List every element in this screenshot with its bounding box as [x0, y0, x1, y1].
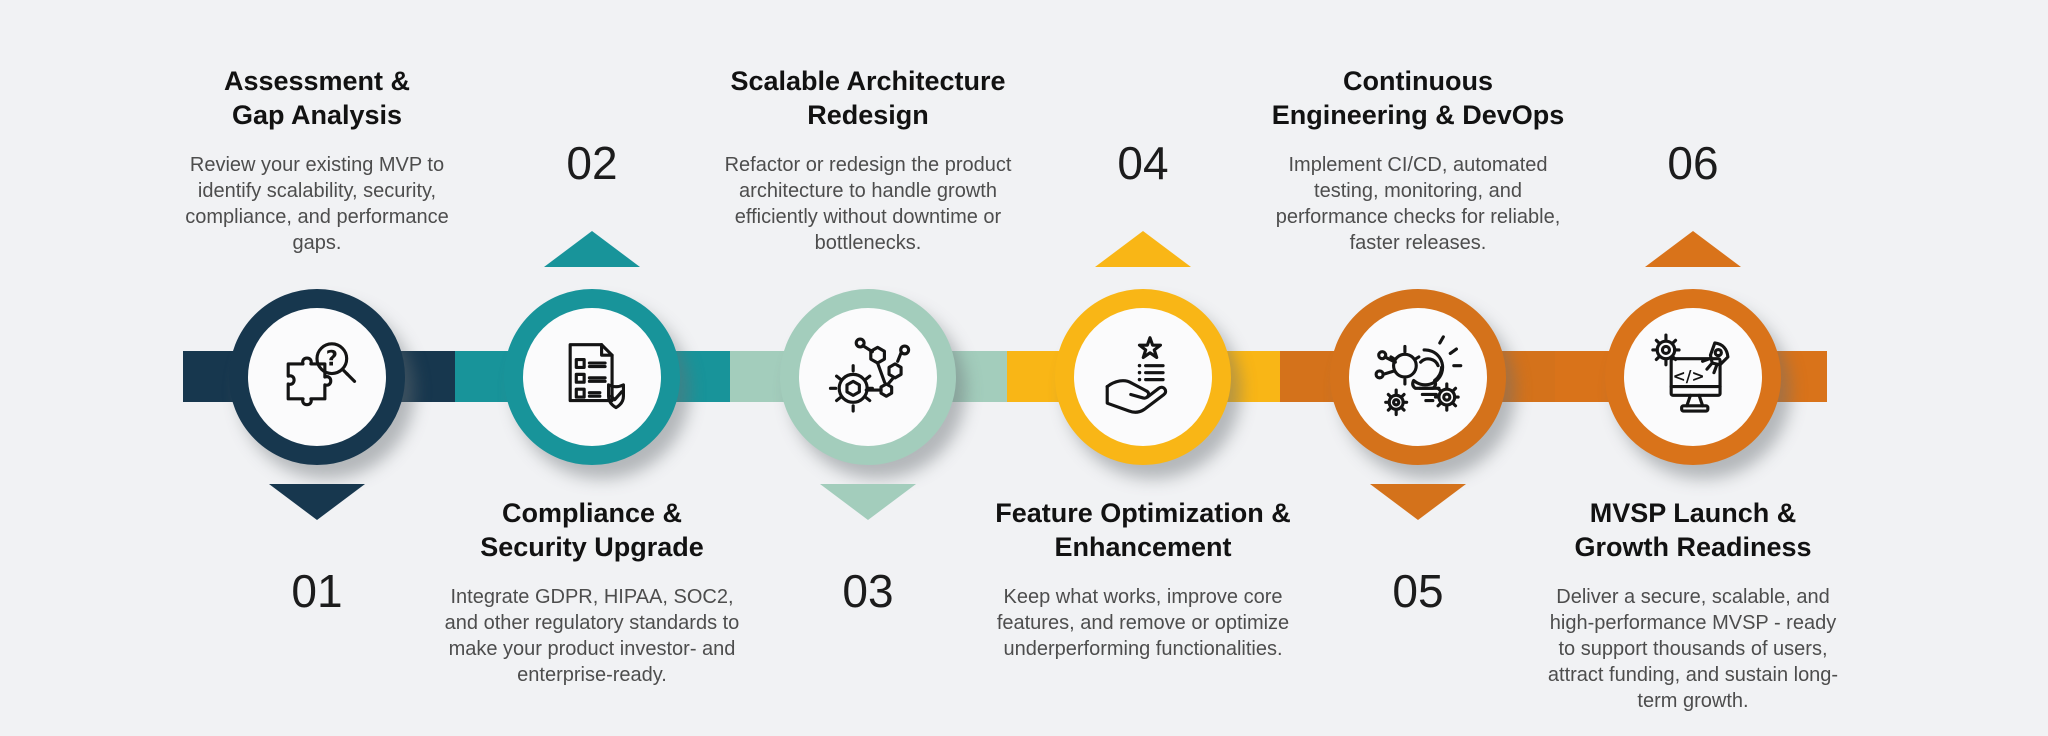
step-1-title-line2: Gap Analysis [231, 100, 403, 130]
step-2-title-line1: Compliance & [501, 498, 683, 528]
step-3-circle [780, 289, 956, 465]
hand-star-icon [1105, 336, 1168, 414]
step-1-circle: ? [229, 289, 405, 465]
step-1-arrow-down [269, 484, 365, 520]
step-5-number: 05 [1392, 565, 1444, 617]
svg-text:?: ? [326, 347, 338, 371]
step-6: 06 </> MVSP Launch & Growth Readiness De… [1533, 0, 1853, 736]
gear-network-icon [828, 337, 911, 413]
step-3-description: Refactor or redesign the product archite… [724, 154, 1012, 254]
step-6-circle: </> [1605, 289, 1781, 465]
step-4-title-line2: Enhancement [1054, 532, 1232, 562]
step-2-number: 02 [566, 137, 618, 189]
step-4-title-line1: Feature Optimization & [995, 498, 1291, 528]
step-1-description: Review your existing MVP to identify sca… [185, 154, 449, 254]
step-2-arrow-up [544, 231, 640, 267]
step-6-number: 06 [1667, 137, 1719, 189]
step-3-number: 03 [842, 565, 894, 617]
checklist-shield-icon [568, 343, 625, 410]
step-6-description: Deliver a secure, scalable, and high-per… [1547, 586, 1839, 712]
step-6-title-line1: MVSP Launch & [1589, 498, 1797, 528]
step-1-title-line1: Assessment & [223, 66, 411, 96]
step-4: 04 Feature Optimization & Enhancement Ke… [983, 0, 1303, 736]
rocket-monitor-icon: </> [1651, 333, 1730, 413]
step-5-circle [1330, 289, 1506, 465]
step-2-circle [504, 289, 680, 465]
step-4-circle [1055, 289, 1231, 465]
step-4-description: Keep what works, improve core features, … [996, 586, 1290, 660]
puzzle-magnifier-icon: ? [286, 342, 357, 407]
step-5-description: Implement CI/CD, automated testing, moni… [1275, 154, 1561, 254]
step-5-title: Continuous Engineering & DevOps [1243, 64, 1593, 132]
step-3-title: Scalable Architecture Redesign [693, 64, 1043, 132]
step-6-title: MVSP Launch & Growth Readiness [1518, 496, 1868, 564]
step-5: Continuous Engineering & DevOps Implemen… [1258, 0, 1578, 736]
step-6-arrow-up [1645, 231, 1741, 267]
step-5-title-line1: Continuous [1343, 66, 1493, 96]
step-5-title-line2: Engineering & DevOps [1271, 100, 1565, 130]
step-2-title-line2: Security Upgrade [480, 532, 704, 562]
step-3: Scalable Architecture Redesign Refactor … [708, 0, 1028, 736]
step-3-title-line1: Scalable Architecture [730, 66, 1006, 96]
step-6-title-line2: Growth Readiness [1574, 532, 1812, 562]
step-3-title-line2: Redesign [807, 100, 929, 130]
step-4-title: Feature Optimization & Enhancement [968, 496, 1318, 564]
step-1-number: 01 [291, 565, 343, 617]
step-2-description: Integrate GDPR, HIPAA, SOC2, and other r… [444, 586, 740, 686]
step-4-number: 04 [1117, 137, 1169, 189]
step-5-arrow-down [1370, 484, 1466, 520]
step-4-arrow-up [1095, 231, 1191, 267]
step-3-arrow-down [820, 484, 916, 520]
step-1: Assessment & Gap Analysis Review your ex… [157, 0, 477, 736]
step-2: 02 Compliance & Security Upgrade Integra… [432, 0, 752, 736]
step-1-title: Assessment & Gap Analysis [142, 64, 492, 132]
svg-text:</>: </> [1673, 366, 1705, 385]
bulb-gears-icon [1374, 335, 1463, 417]
step-2-title: Compliance & Security Upgrade [417, 496, 767, 564]
